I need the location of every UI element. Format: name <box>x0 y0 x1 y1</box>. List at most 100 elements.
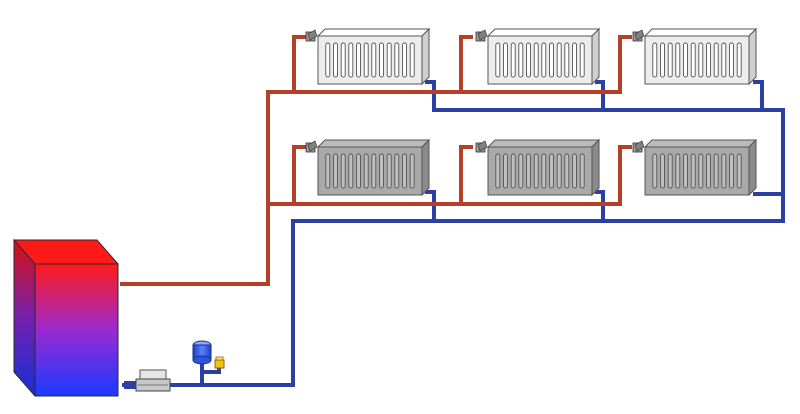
supply-main-pipe <box>120 35 632 286</box>
radiator-fin <box>713 153 719 189</box>
radiator-side <box>748 27 757 86</box>
return-pipes <box>122 80 785 387</box>
radiator-fin <box>348 42 354 78</box>
boiler-side-face <box>14 240 35 396</box>
thermostatic-valve-icon <box>305 140 318 153</box>
radiator-fin <box>549 153 554 189</box>
radiator-fin <box>721 42 727 78</box>
supply-branch-bottom-2 <box>459 145 473 204</box>
radiator-fin <box>533 42 539 78</box>
radiator-fin <box>394 42 400 78</box>
radiator-fin <box>667 42 673 78</box>
radiator-fin <box>729 42 734 78</box>
boiler-outline <box>13 238 119 397</box>
radiator-fin <box>729 153 734 189</box>
radiator-fin <box>325 42 331 78</box>
radiator-fin <box>541 153 547 189</box>
thermostatic-valve-icon <box>475 140 488 153</box>
radiator-fin <box>683 153 688 189</box>
radiator-fin <box>409 153 415 189</box>
radiator-fin <box>356 153 361 189</box>
radiator-icon <box>316 138 431 197</box>
radiator-fin <box>356 42 361 78</box>
return-branch-bottom-2 <box>595 190 605 221</box>
thermostatic-valve-icon <box>632 140 645 153</box>
radiator-side <box>421 138 430 197</box>
radiator-fin <box>721 153 727 189</box>
radiator-fin <box>394 153 400 189</box>
radiator-fin <box>736 42 742 78</box>
valve-head <box>307 140 318 152</box>
radiator-fin <box>533 153 539 189</box>
radiator-fin <box>706 42 711 78</box>
radiator-fin <box>652 42 658 78</box>
radiator-fin <box>556 153 562 189</box>
valve-head <box>634 140 645 152</box>
radiator-fin <box>340 42 346 78</box>
radiator-icon <box>486 138 601 197</box>
radiator-fin <box>683 42 688 78</box>
pump-inlet-pipe <box>124 381 138 389</box>
supply-branch-bottom-1 <box>292 145 306 204</box>
radiator-fin <box>690 153 696 189</box>
radiator-fin <box>564 153 570 189</box>
radiator-fin <box>518 153 524 189</box>
radiator-fin <box>409 42 415 78</box>
radiator-fin <box>690 42 696 78</box>
radiator-fin <box>402 153 407 189</box>
radiator-fin <box>526 153 531 189</box>
radiator-fin <box>713 42 719 78</box>
boiler-top-face <box>14 240 118 264</box>
radiator-side <box>591 138 600 197</box>
supply-riser-bottom <box>268 145 632 206</box>
radiator-fin <box>379 42 384 78</box>
radiator-fin <box>379 153 384 189</box>
radiator-fin <box>675 42 681 78</box>
thermostatic-valve-icon <box>305 29 318 42</box>
radiator-side <box>748 138 757 197</box>
valve-head <box>307 29 318 41</box>
radiator-fin <box>736 153 742 189</box>
radiator-fin <box>698 42 704 78</box>
radiator-fin <box>495 42 501 78</box>
expansion-tank-icon <box>192 340 212 365</box>
radiator-fin <box>675 153 681 189</box>
radiator-fin <box>667 153 673 189</box>
radiator-fin <box>503 42 508 78</box>
radiator-side <box>421 27 430 86</box>
radiator-fin <box>572 42 577 78</box>
radiator-fin <box>340 153 346 189</box>
tank-bottom <box>192 355 212 365</box>
radiator-fin <box>556 42 562 78</box>
radiator-fin <box>371 153 377 189</box>
radiator-fin <box>510 42 516 78</box>
radiator-fin <box>325 153 331 189</box>
return-branch-top-2 <box>595 80 605 110</box>
radiator-fin <box>348 153 354 189</box>
boiler-front-face <box>35 264 118 396</box>
return-branch-top-3 <box>753 80 764 110</box>
radiator-fin <box>503 153 508 189</box>
return-branch-bottom-1 <box>425 190 436 221</box>
radiator-top <box>486 28 601 37</box>
radiator-top <box>316 28 431 37</box>
radiator-fin <box>495 153 501 189</box>
radiator-fin <box>386 42 392 78</box>
valve-head <box>477 140 488 152</box>
radiators <box>305 27 758 197</box>
radiator-fin <box>698 153 704 189</box>
thermostatic-valve-icon <box>475 29 488 42</box>
radiator-top <box>643 28 758 37</box>
valve-head <box>634 29 645 41</box>
radiator-fin <box>652 153 658 189</box>
pump-icon <box>124 369 171 392</box>
radiator-fin <box>579 153 585 189</box>
air-valve-body <box>214 359 225 369</box>
radiator-icon <box>316 27 431 86</box>
boiler-icon <box>13 238 119 397</box>
radiator-fin <box>549 42 554 78</box>
valve-head <box>477 29 488 41</box>
radiator-icon <box>643 138 758 197</box>
supply-branch-top-1 <box>292 35 306 92</box>
